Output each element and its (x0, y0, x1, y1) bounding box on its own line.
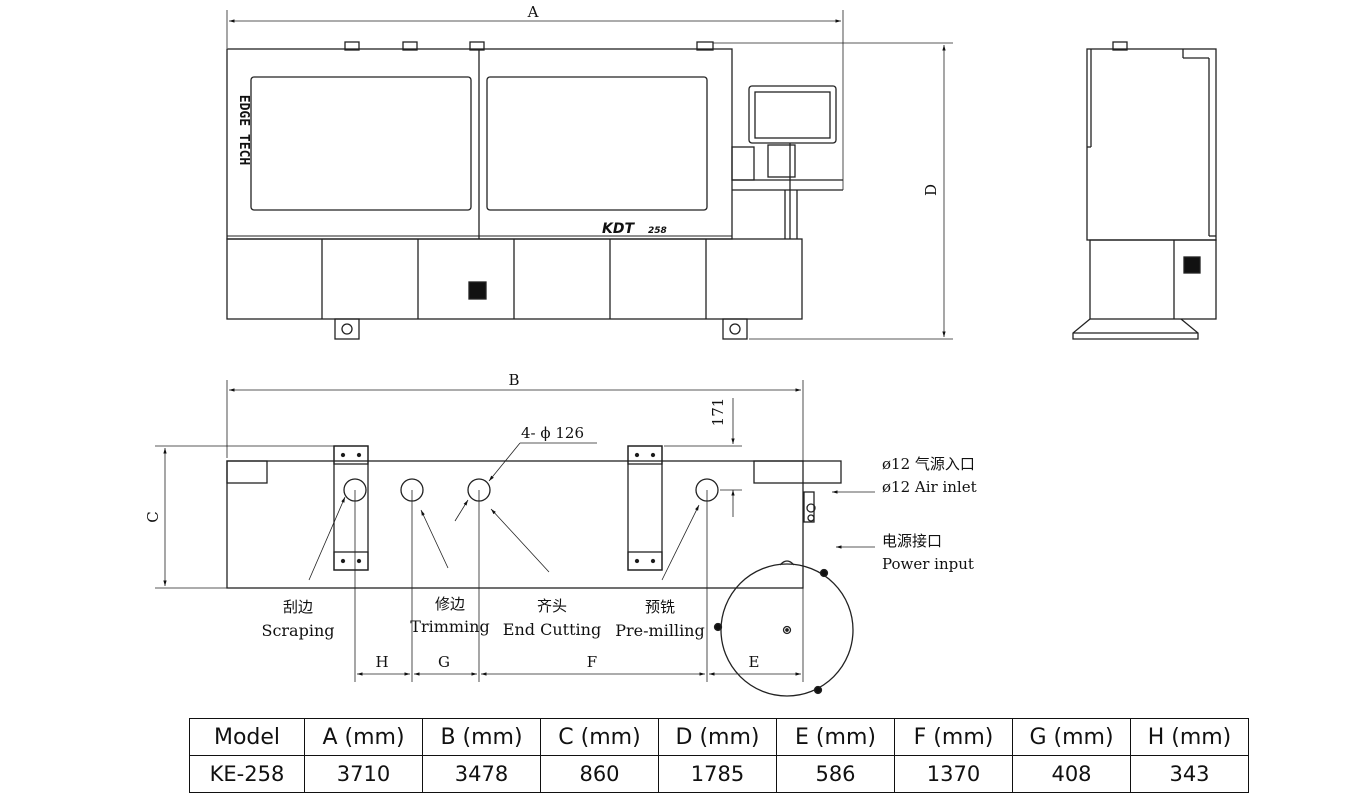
power-switch-icon (468, 281, 487, 300)
air-inlet-cn: ø12 气源入口 (882, 455, 975, 473)
dim-c-label: C (144, 511, 162, 522)
station-en-scraping: Scraping (261, 621, 334, 640)
dim-171-label: 171 (709, 398, 727, 427)
cell-c: 860 (540, 755, 659, 793)
cell-model: KE-258 (189, 755, 305, 793)
top-view (155, 380, 875, 697)
edge-tech-label: EDGE TECH (236, 95, 251, 165)
dim-e-label: E (749, 653, 760, 671)
header-c: C (mm) (540, 718, 659, 756)
header-a: A (mm) (304, 718, 423, 756)
dim-g-label: G (438, 653, 450, 671)
cell-d: 1785 (658, 755, 777, 793)
station-cn-pre-milling: 预铣 (645, 598, 675, 616)
station-cn-trimming: 修边 (435, 595, 465, 613)
cell-g: 408 (1012, 755, 1131, 793)
header-f: F (mm) (894, 718, 1013, 756)
station-en-trimming: Trimming (410, 617, 489, 636)
station-cn-end-cutting: 齐头 (537, 597, 567, 615)
cell-f: 1370 (894, 755, 1013, 793)
cell-a: 3710 (304, 755, 423, 793)
cell-e: 586 (776, 755, 895, 793)
power-input-en: Power input (882, 555, 974, 573)
dim-d-label: D (922, 184, 940, 196)
header-model: Model (189, 718, 305, 756)
spec-table: Model A (mm) B (mm) C (mm) D (mm) E (mm)… (189, 718, 1249, 793)
dim-a-label: A (527, 3, 539, 21)
model-logo: 258 (648, 226, 667, 236)
header-b: B (mm) (422, 718, 541, 756)
side-switch-icon (1183, 256, 1201, 274)
dim-h-label: H (375, 653, 388, 671)
table-row: KE-258 3710 3478 860 1785 586 1370 408 3… (189, 755, 1249, 793)
header-e: E (mm) (776, 718, 895, 756)
control-panel-screen (748, 85, 837, 144)
dim-f-label: F (587, 653, 597, 671)
side-label: EDGE TECH (236, 95, 251, 165)
header-d: D (mm) (658, 718, 777, 756)
technical-drawing: EDGE TECH KDT 258 A D (144, 3, 1217, 697)
holes-label: 4- ϕ 126 (521, 424, 584, 442)
station-cn-scraping: 刮边 (283, 598, 313, 616)
table-header-row: Model A (mm) B (mm) C (mm) D (mm) E (mm)… (189, 718, 1249, 756)
front-view (226, 10, 953, 340)
station-en-end-cutting: End Cutting (503, 620, 601, 639)
power-input-cn: 电源接口 (882, 532, 942, 550)
cell-b: 3478 (422, 755, 541, 793)
side-view (1072, 41, 1217, 340)
header-g: G (mm) (1012, 718, 1131, 756)
air-inlet-en: ø12 Air inlet (882, 478, 977, 496)
machine-base-plate (226, 460, 804, 589)
glue-pot (720, 563, 854, 697)
cell-h: 343 (1130, 755, 1249, 793)
dim-b-label: B (508, 371, 519, 389)
station-en-pre-milling: Pre-milling (615, 621, 704, 640)
brand-logo: KDT (602, 221, 635, 237)
header-h: H (mm) (1130, 718, 1249, 756)
